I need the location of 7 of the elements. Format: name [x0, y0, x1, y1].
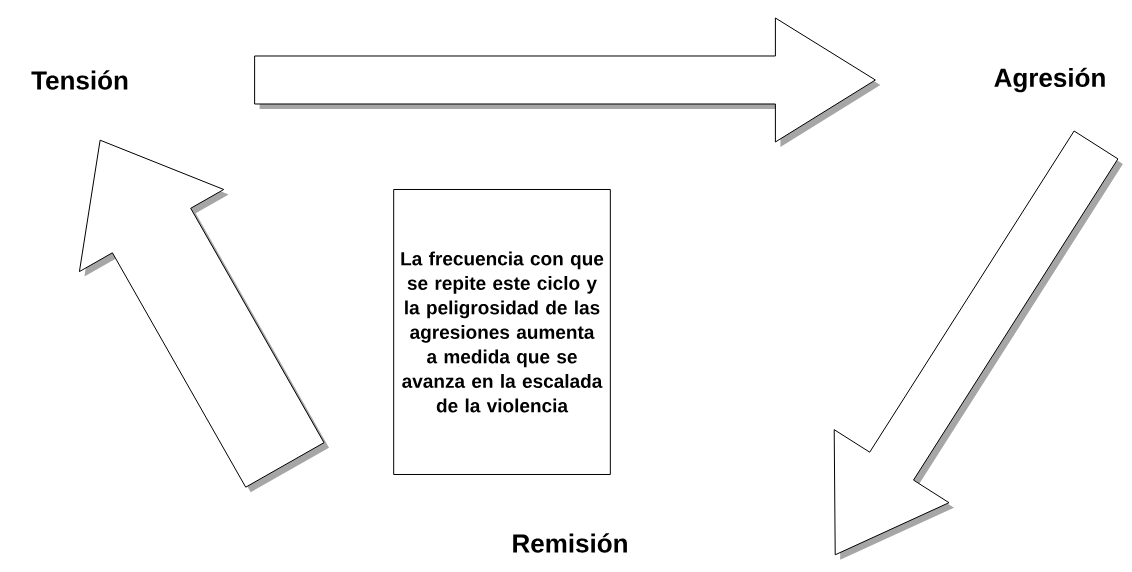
- text-box: La frecuencia con que se repite este ciclo y la peligrosidad de las agresiones aumenta a medida que se avanza en la escalada de la violencia: [393, 189, 611, 475]
- stage-label: Agresión: [994, 67, 1105, 93]
- stage-label: Remisión: [513, 533, 627, 553]
- stage-label: Tensión: [31, 70, 128, 90]
- block-arrow: [833, 130, 1123, 560]
- block-arrow: [78, 139, 329, 493]
- block-arrow: [254, 17, 881, 147]
